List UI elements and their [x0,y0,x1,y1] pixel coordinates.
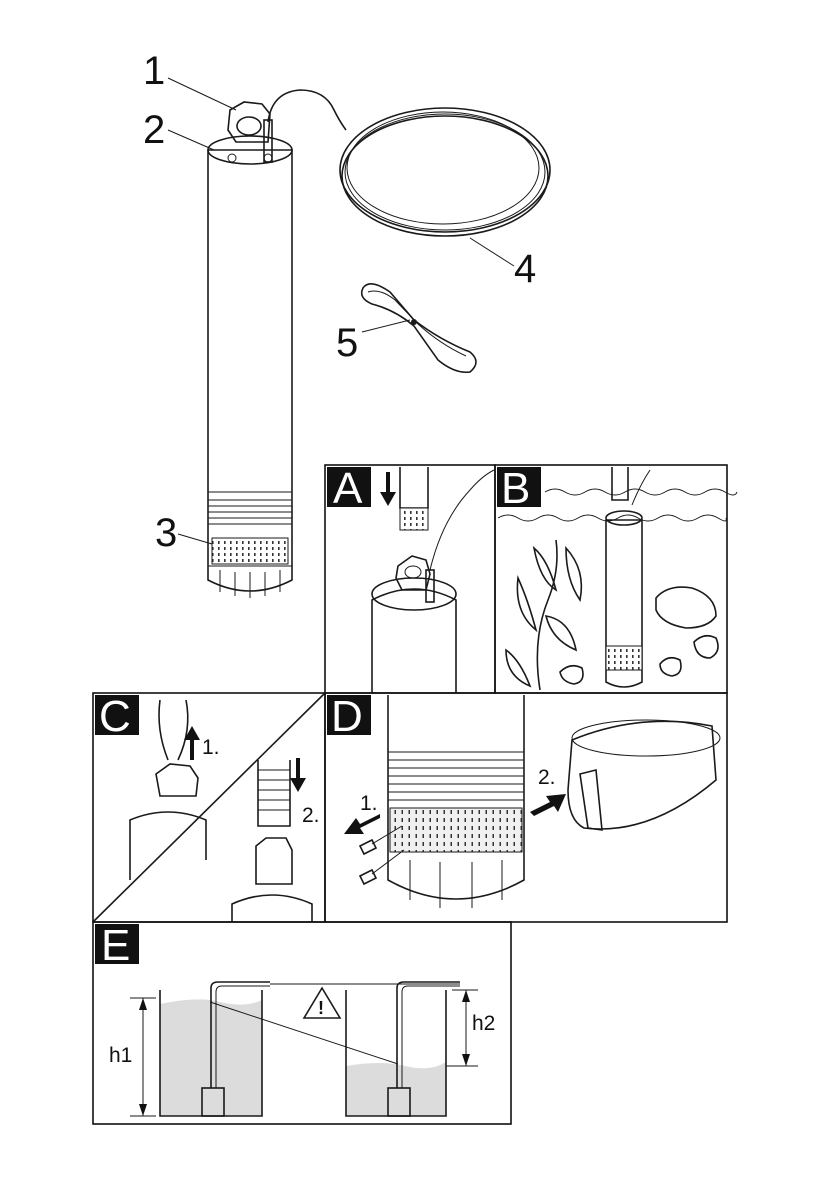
panel-d-step-1: 1. [360,792,378,815]
panel-d-label: D [331,692,363,741]
filter-strap-unrolled [568,720,720,830]
panel-b-label: B [501,464,530,513]
pump-overview: 1 2 3 4 5 [143,49,550,598]
panel-d: D 1. 2. [325,692,727,922]
warning-triangle-icon: ! [304,988,340,1018]
panel-b: B [495,464,737,693]
panel-c: C 1. 2. [93,692,325,922]
water-plant [506,540,581,690]
panel-e: E h1 h2 ! [93,921,511,1124]
callout-3: 3 [155,511,177,555]
panel-a: A [325,464,495,693]
panel-c-step-1: 1. [202,736,220,759]
callout-2: 2 [143,108,165,152]
panel-c-step-2: 2. [302,804,320,827]
callout-5: 5 [336,321,358,365]
label-h1: h1 [109,1044,132,1067]
pump-filter-section [208,492,292,598]
callout-4: 4 [514,247,536,291]
pump-threads [388,752,524,800]
label-h2: h2 [472,1012,495,1035]
panel-c-label: C [99,692,131,741]
panel-d-step-2: 2. [538,766,556,789]
cable-coil [340,108,550,236]
panel-a-label: A [333,464,363,513]
panel-e-label: E [101,921,130,970]
warning-symbol: ! [318,998,324,1018]
outlet-nut [228,102,272,162]
callout-1: 1 [143,49,165,93]
